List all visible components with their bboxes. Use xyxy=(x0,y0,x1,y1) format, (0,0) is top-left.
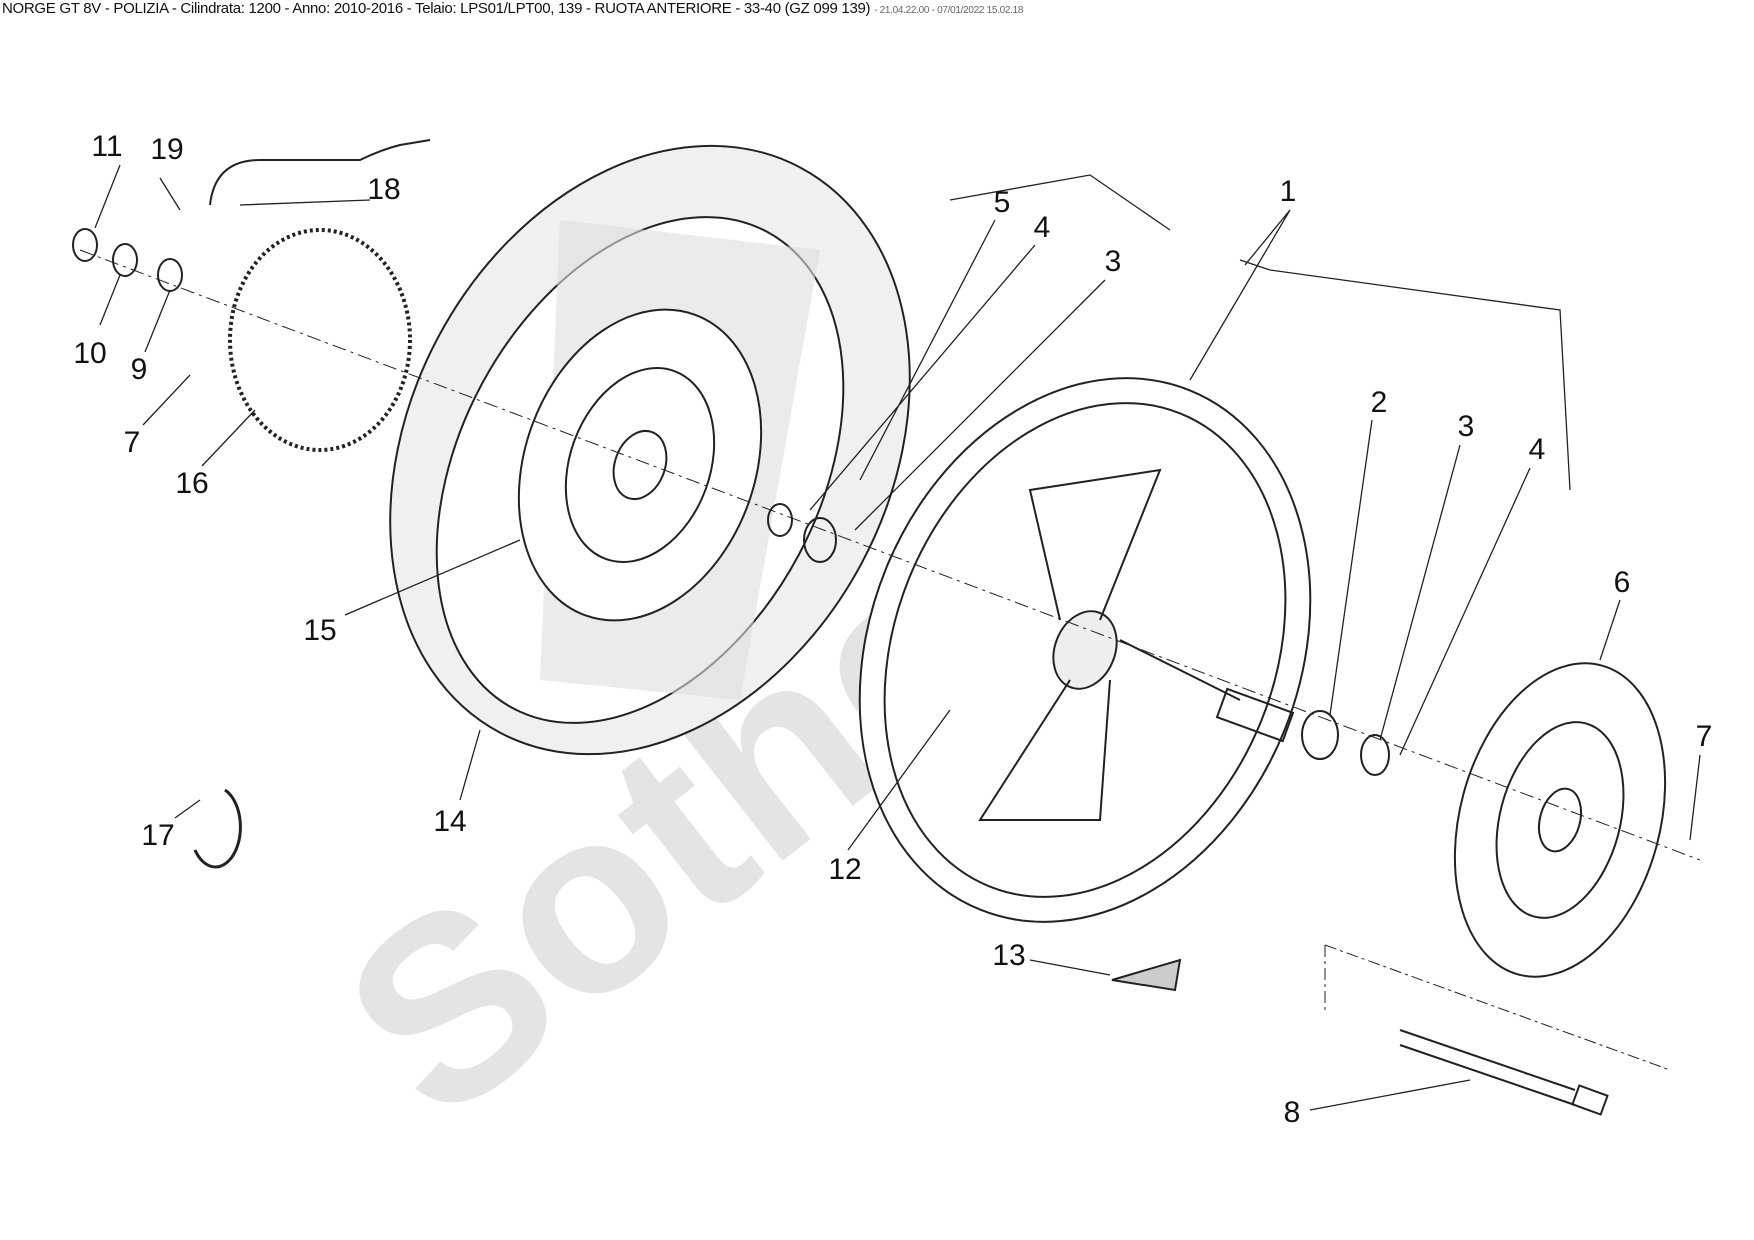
diagram-header: NORGE GT 8V - POLIZIA - Cilindrata: 1200… xyxy=(2,0,1023,17)
callout-18[interactable]: 18 xyxy=(367,173,401,206)
brake-disc-right xyxy=(1453,662,1667,978)
callout-16[interactable]: 16 xyxy=(175,467,209,500)
callout-11[interactable]: 11 xyxy=(91,130,123,163)
small-parts xyxy=(72,139,1671,1116)
callout-7a[interactable]: 7 xyxy=(123,426,141,459)
callout-7b[interactable]: 7 xyxy=(1695,720,1713,753)
callout-15[interactable]: 15 xyxy=(303,614,337,647)
diagram-title: NORGE GT 8V - POLIZIA - Cilindrata: 1200… xyxy=(2,0,871,17)
callout-13[interactable]: 13 xyxy=(992,939,1026,972)
callout-6[interactable]: 6 xyxy=(1613,566,1631,599)
callout-12[interactable]: 12 xyxy=(828,853,862,886)
callout-5[interactable]: 5 xyxy=(993,186,1011,219)
callout-14[interactable]: 14 xyxy=(433,805,467,838)
callout-4b[interactable]: 4 xyxy=(1528,433,1546,466)
callout-10[interactable]: 10 xyxy=(73,337,107,370)
callout-19[interactable]: 19 xyxy=(150,133,184,166)
callout-2[interactable]: 2 xyxy=(1370,386,1388,419)
callout-8[interactable]: 8 xyxy=(1283,1096,1301,1129)
brake-disc-left xyxy=(517,308,763,622)
callout-9[interactable]: 9 xyxy=(130,353,148,386)
callout-17[interactable]: 17 xyxy=(141,819,175,852)
leader-lines xyxy=(79,164,1701,1111)
callout-3a[interactable]: 3 xyxy=(1104,245,1122,278)
callout-3b[interactable]: 3 xyxy=(1457,410,1475,443)
callout-4a[interactable]: 4 xyxy=(1033,211,1051,244)
wheel-rim xyxy=(858,377,1312,923)
diagram-timestamp: - 21.04.22.00 - 07/01/2022 15.02.18 xyxy=(874,5,1024,16)
callout-1[interactable]: 1 xyxy=(1279,175,1297,208)
